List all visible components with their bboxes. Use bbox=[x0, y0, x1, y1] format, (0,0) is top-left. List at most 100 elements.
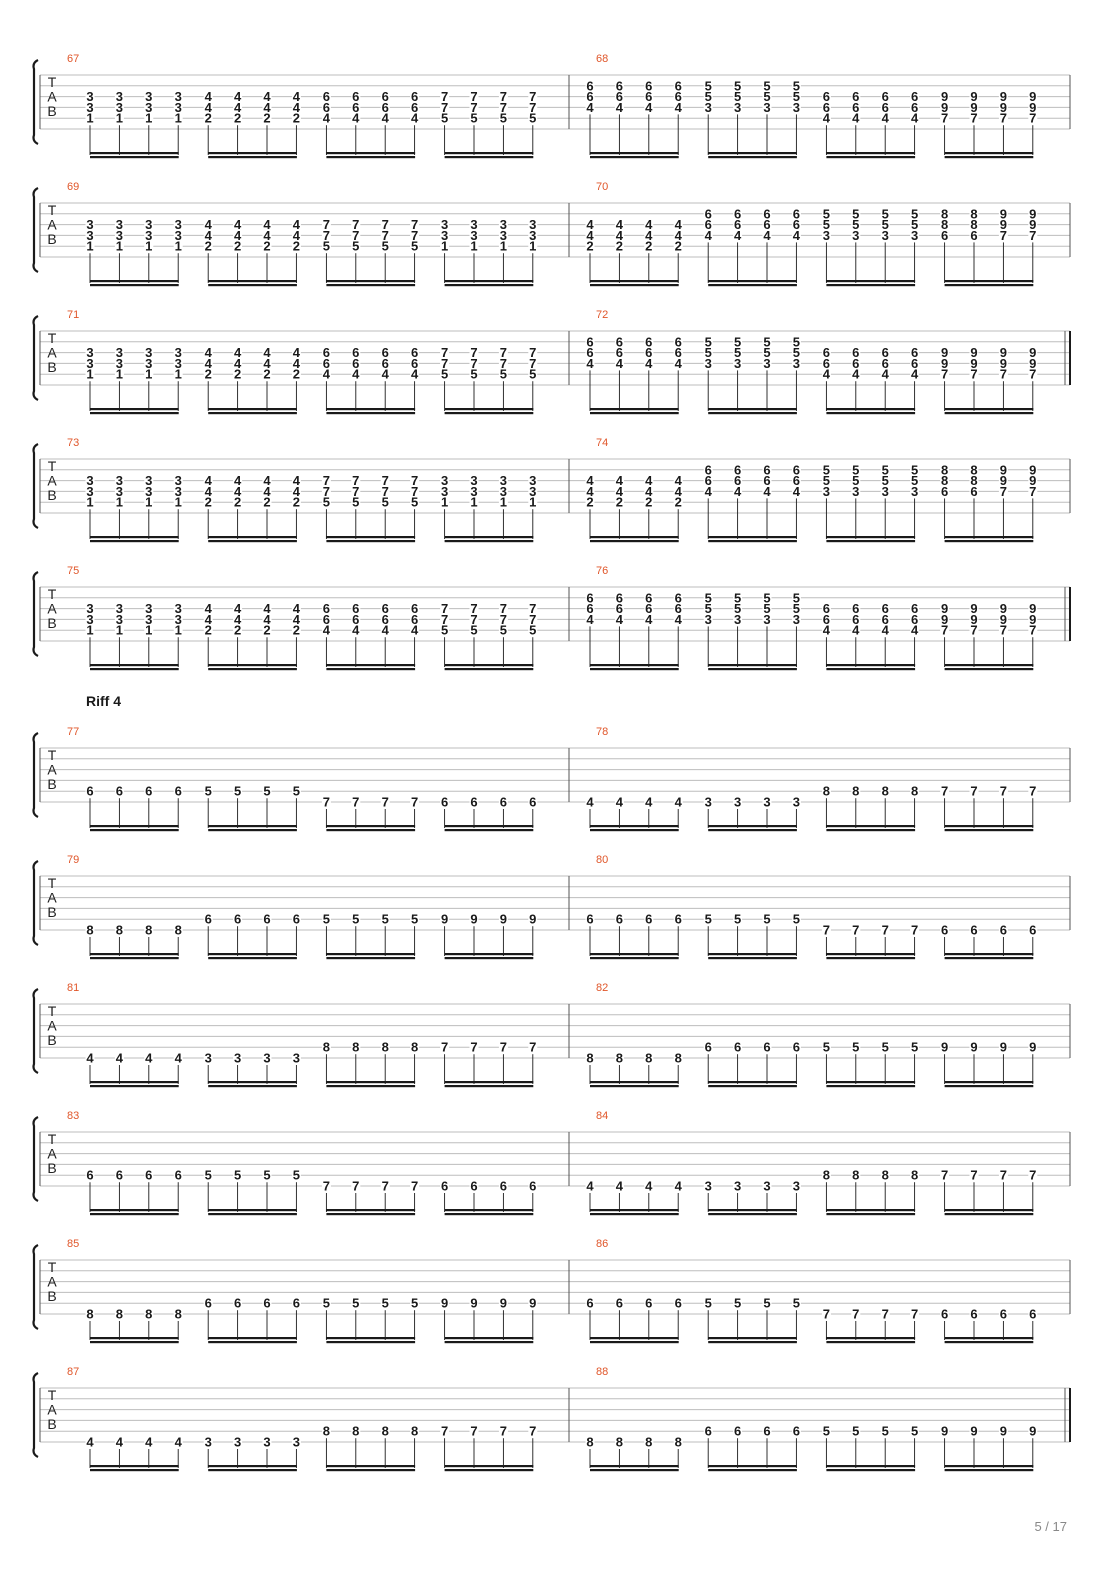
fret-knockout bbox=[880, 358, 890, 369]
fret-number: 5 bbox=[234, 1168, 241, 1183]
fret-number: 5 bbox=[763, 89, 770, 104]
fret-knockout bbox=[351, 1042, 361, 1053]
fret-knockout bbox=[940, 1042, 950, 1053]
system-bracket bbox=[32, 732, 39, 818]
fret-knockout bbox=[969, 475, 979, 486]
fret-number: 4 bbox=[263, 356, 271, 371]
fret-number: 1 bbox=[116, 623, 123, 638]
fret-number: 9 bbox=[1000, 356, 1007, 371]
fret-number: 1 bbox=[116, 367, 123, 382]
fret-number: 8 bbox=[941, 206, 948, 221]
fret-knockout bbox=[733, 358, 743, 369]
fret-knockout bbox=[262, 786, 272, 797]
measure-number: 79 bbox=[67, 854, 79, 866]
fret-number: 3 bbox=[145, 345, 152, 360]
beam-eighth bbox=[944, 664, 1034, 667]
fret-knockout bbox=[673, 475, 683, 486]
beam-eighth bbox=[708, 664, 797, 667]
fret-knockout bbox=[144, 1309, 154, 1319]
fret-knockout bbox=[910, 230, 920, 241]
fret-knockout bbox=[703, 614, 713, 625]
fret-knockout bbox=[233, 219, 243, 230]
fret-number: 4 bbox=[293, 89, 301, 104]
fret-number: 3 bbox=[734, 1179, 741, 1194]
fret-number: 6 bbox=[382, 345, 389, 360]
fret-knockout bbox=[351, 614, 361, 625]
fret-knockout bbox=[762, 230, 772, 241]
fret-knockout bbox=[498, 219, 508, 230]
fret-knockout bbox=[469, 113, 479, 124]
fret-knockout bbox=[733, 592, 743, 603]
fret-knockout bbox=[203, 1170, 213, 1181]
beam-sixteenth bbox=[326, 829, 416, 832]
beam-eighth bbox=[708, 408, 797, 411]
beam-eighth bbox=[590, 1209, 679, 1212]
fret-knockout bbox=[1028, 475, 1038, 486]
fret-knockout bbox=[821, 1426, 831, 1437]
fret-number: 5 bbox=[911, 462, 918, 477]
fret-knockout bbox=[762, 1298, 772, 1309]
fret-knockout bbox=[410, 347, 420, 358]
fret-knockout bbox=[173, 1170, 183, 1181]
fret-number: 7 bbox=[470, 345, 477, 360]
fret-number: 3 bbox=[882, 228, 889, 243]
fret-number: 5 bbox=[205, 784, 212, 799]
beam-eighth bbox=[326, 664, 416, 667]
fret-knockout bbox=[469, 219, 479, 230]
fret-number: 1 bbox=[145, 495, 152, 510]
fret-knockout bbox=[880, 91, 890, 102]
fret-number: 4 bbox=[352, 111, 360, 126]
fret-knockout bbox=[380, 1042, 390, 1053]
fret-knockout bbox=[733, 614, 743, 625]
tab-system: TAB6933133133133144244244244277577577577… bbox=[32, 181, 1071, 287]
fret-knockout bbox=[528, 603, 538, 614]
fret-knockout bbox=[910, 475, 920, 486]
fret-knockout bbox=[791, 358, 801, 369]
fret-number: 1 bbox=[529, 495, 536, 510]
fret-knockout bbox=[998, 91, 1008, 102]
beam-sixteenth bbox=[208, 1341, 297, 1344]
system-bracket bbox=[32, 443, 39, 529]
fret-knockout bbox=[351, 102, 361, 113]
fret-number: 8 bbox=[852, 1168, 859, 1183]
fret-number: 6 bbox=[616, 334, 623, 349]
fret-number: 4 bbox=[586, 795, 594, 810]
beam-eighth bbox=[444, 1337, 534, 1340]
fret-number: 3 bbox=[175, 100, 182, 115]
fret-number: 5 bbox=[705, 912, 712, 927]
beam-sixteenth bbox=[826, 1085, 916, 1088]
fret-number: 7 bbox=[382, 484, 389, 499]
fret-knockout bbox=[703, 91, 713, 102]
fret-knockout bbox=[321, 486, 331, 497]
fret-knockout bbox=[733, 1426, 743, 1437]
fret-knockout bbox=[940, 925, 950, 935]
fret-knockout bbox=[851, 614, 861, 625]
fret-knockout bbox=[528, 230, 538, 241]
beam-sixteenth bbox=[944, 540, 1034, 543]
fret-knockout bbox=[762, 592, 772, 603]
tab-clef-letter: T bbox=[48, 202, 57, 218]
fret-knockout bbox=[321, 1298, 331, 1309]
fret-number: 1 bbox=[86, 239, 93, 254]
fret-number: 6 bbox=[586, 89, 593, 104]
fret-number: 2 bbox=[616, 239, 623, 254]
fret-knockout bbox=[703, 914, 713, 925]
fret-number: 6 bbox=[441, 1179, 448, 1194]
beam-eighth bbox=[826, 953, 916, 956]
fret-knockout bbox=[114, 603, 124, 614]
fret-knockout bbox=[291, 1170, 301, 1181]
fret-knockout bbox=[644, 91, 654, 102]
fret-knockout bbox=[940, 486, 950, 497]
fret-number: 6 bbox=[145, 1168, 152, 1183]
beam-eighth bbox=[826, 280, 916, 283]
fret-number: 7 bbox=[500, 1040, 507, 1055]
fret-number: 9 bbox=[1000, 89, 1007, 104]
fret-knockout bbox=[703, 102, 713, 113]
fret-knockout bbox=[291, 113, 301, 124]
fret-knockout bbox=[528, 497, 538, 508]
fret-number: 4 bbox=[705, 484, 713, 499]
fret-knockout bbox=[673, 336, 683, 347]
fret-number: 2 bbox=[293, 111, 300, 126]
fret-number: 4 bbox=[645, 228, 653, 243]
fret-number: 5 bbox=[705, 590, 712, 605]
